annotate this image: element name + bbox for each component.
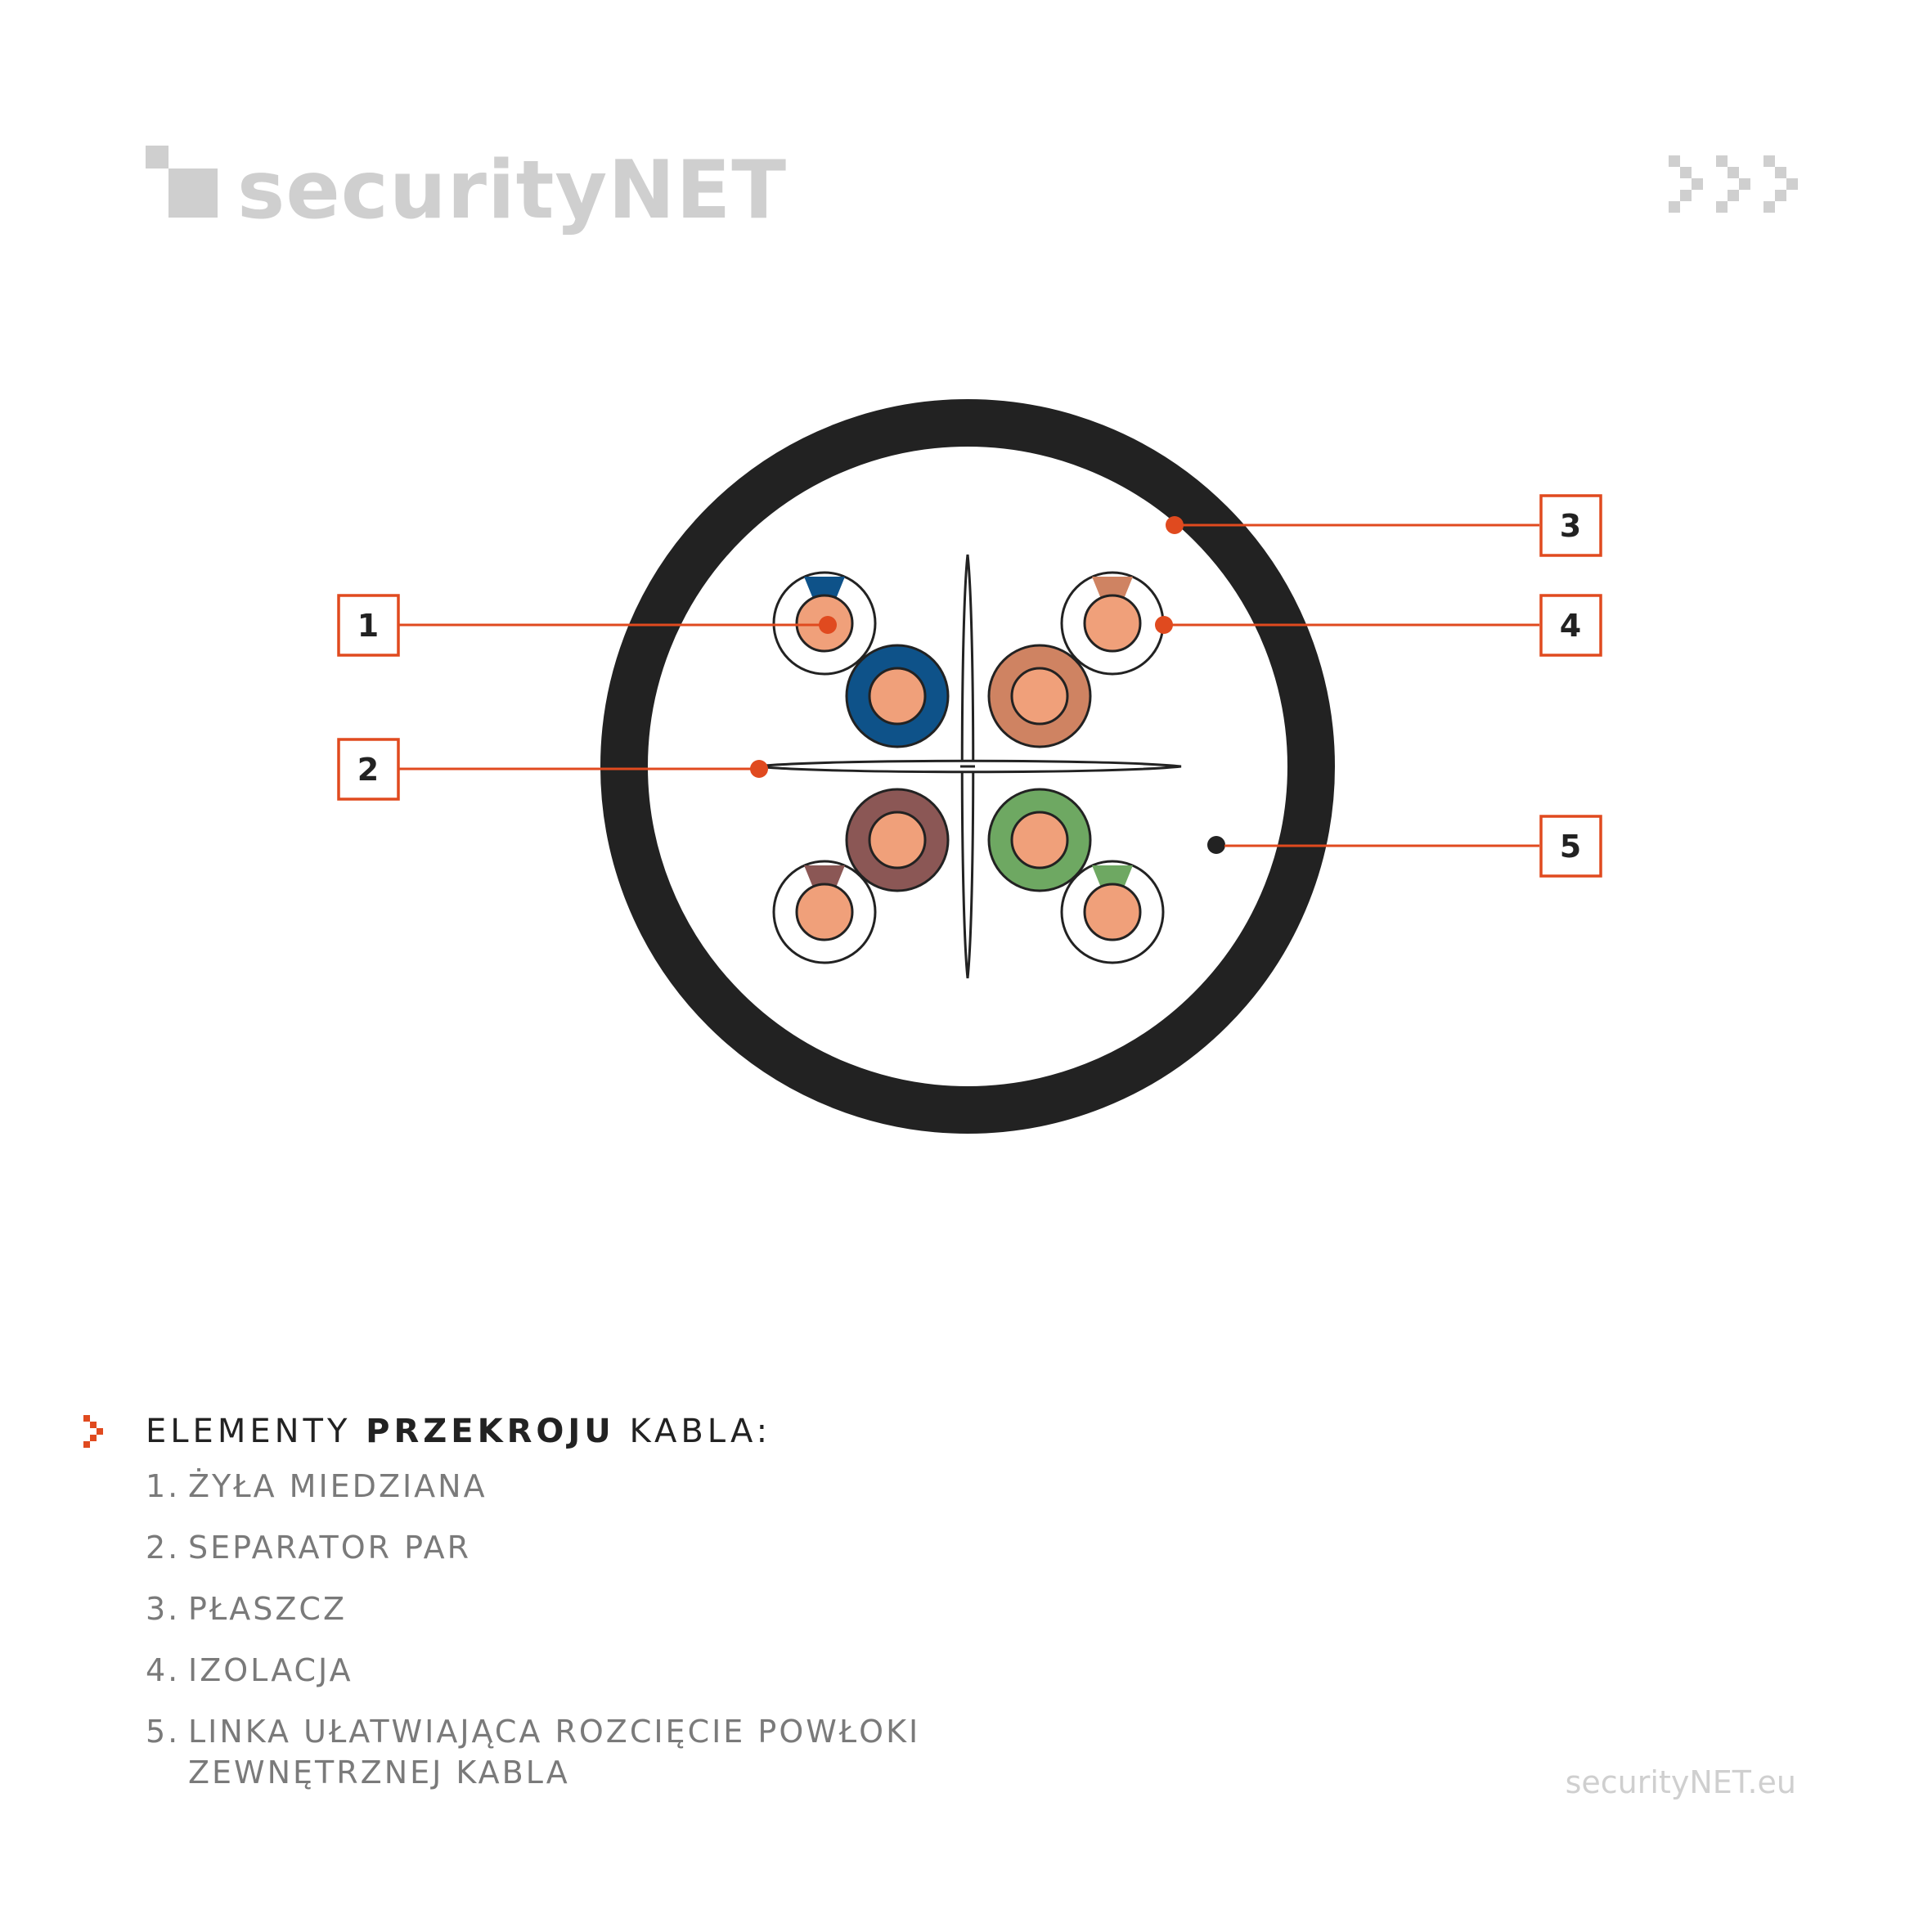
wire-orange — [987, 644, 1092, 748]
legend-item-text: ŻYŁA MIEDZIANA — [188, 1468, 487, 1504]
copper-core — [1083, 594, 1142, 653]
copper-core — [1083, 883, 1142, 941]
legend-item: 1.ŻYŁA MIEDZIANA — [146, 1466, 1227, 1507]
legend-item: 5.LINKA UŁATWIAJĄCA ROZCIĘCIE POWŁOKI ZEW… — [146, 1711, 1227, 1793]
securitynet-logo: securityNET — [146, 144, 787, 237]
wire-brown — [845, 788, 950, 892]
callout-dot-3 — [1166, 516, 1184, 534]
callout-box-4: 4 — [1539, 594, 1602, 657]
legend-title-bold: PRZEKROJU — [366, 1413, 615, 1450]
callout-label-3: 3 — [1560, 508, 1581, 544]
legend-item-continuation: ZEWNĘTRZNEJ KABLA — [188, 1755, 570, 1790]
legend-item-number: 4. — [146, 1652, 181, 1688]
callout-lines — [399, 523, 1539, 847]
legend-item-number: 1. — [146, 1468, 181, 1504]
legend-item-text: LINKA UŁATWIAJĄCA ROZCIĘCIE POWŁOKI — [188, 1714, 921, 1750]
callout-dot-4 — [1155, 616, 1173, 634]
legend-item-text: SEPARATOR PAR — [188, 1530, 472, 1566]
callout-label-5: 5 — [1560, 829, 1581, 865]
legend-item-text: IZOLACJA — [188, 1652, 353, 1688]
wire-green — [987, 788, 1092, 892]
callout-box-2: 2 — [337, 738, 400, 801]
chevron-right-icon — [83, 1415, 103, 1448]
copper-core — [1010, 667, 1069, 726]
chevrons-icon — [1669, 155, 1798, 213]
legend-item-text: PŁASZCZ — [188, 1591, 347, 1627]
callout-box-5: 5 — [1539, 815, 1602, 878]
pair-separator — [755, 554, 1182, 979]
wire-pair-brown — [772, 788, 950, 964]
legend-item: 3.PŁASZCZ — [146, 1588, 1227, 1629]
copper-core — [868, 667, 927, 726]
chevron-icon — [1764, 155, 1798, 213]
callout-box-1: 1 — [337, 594, 400, 657]
legend-item: 2.SEPARATOR PAR — [146, 1527, 1227, 1568]
callout-label-4: 4 — [1560, 608, 1581, 644]
legend-title-prefix: ELEMENTY — [146, 1413, 366, 1450]
wire-pair-orange — [987, 571, 1165, 748]
copper-core — [795, 883, 854, 941]
callout-dots — [750, 516, 1184, 778]
copper-core — [1010, 811, 1069, 869]
callout-dot-1 — [819, 616, 837, 634]
legend-list: 1.ŻYŁA MIEDZIANA 2.SEPARATOR PAR 3.PŁASZ… — [146, 1466, 1227, 1793]
wire-white-green — [1060, 860, 1165, 964]
legend-item-number: 3. — [146, 1591, 181, 1627]
callout-dot-2 — [750, 760, 768, 778]
logo-mark-square-small — [146, 146, 168, 168]
copper-core — [868, 811, 927, 869]
callout-label-1: 1 — [357, 608, 379, 644]
legend-title: ELEMENTY PRZEKROJU KABLA: — [146, 1413, 771, 1450]
legend-item: 4.IZOLACJA — [146, 1650, 1227, 1691]
wire-blue — [845, 644, 950, 748]
footer-url: securityNET.eu — [1565, 1764, 1796, 1800]
logo-mark-corner — [168, 168, 218, 218]
chevron-icon — [1669, 155, 1703, 213]
rip-cord — [1207, 836, 1225, 854]
wire-white-brown — [772, 860, 877, 964]
wire-white-orange — [1060, 571, 1165, 676]
callout-box-3: 3 — [1539, 494, 1602, 557]
legend-item-number: 2. — [146, 1530, 181, 1566]
legend-item-number: 5. — [146, 1714, 181, 1750]
legend-title-suffix: KABLA: — [614, 1413, 772, 1450]
callout-label-2: 2 — [357, 752, 379, 788]
legend-heading: ELEMENTY PRZEKROJU KABLA: — [82, 1407, 1227, 1456]
logo-text: securityNET — [237, 144, 787, 237]
wire-pair-green — [987, 788, 1165, 964]
chevron-icon — [1716, 155, 1750, 213]
legend: ELEMENTY PRZEKROJU KABLA: 1.ŻYŁA MIEDZIA… — [82, 1407, 1227, 1813]
